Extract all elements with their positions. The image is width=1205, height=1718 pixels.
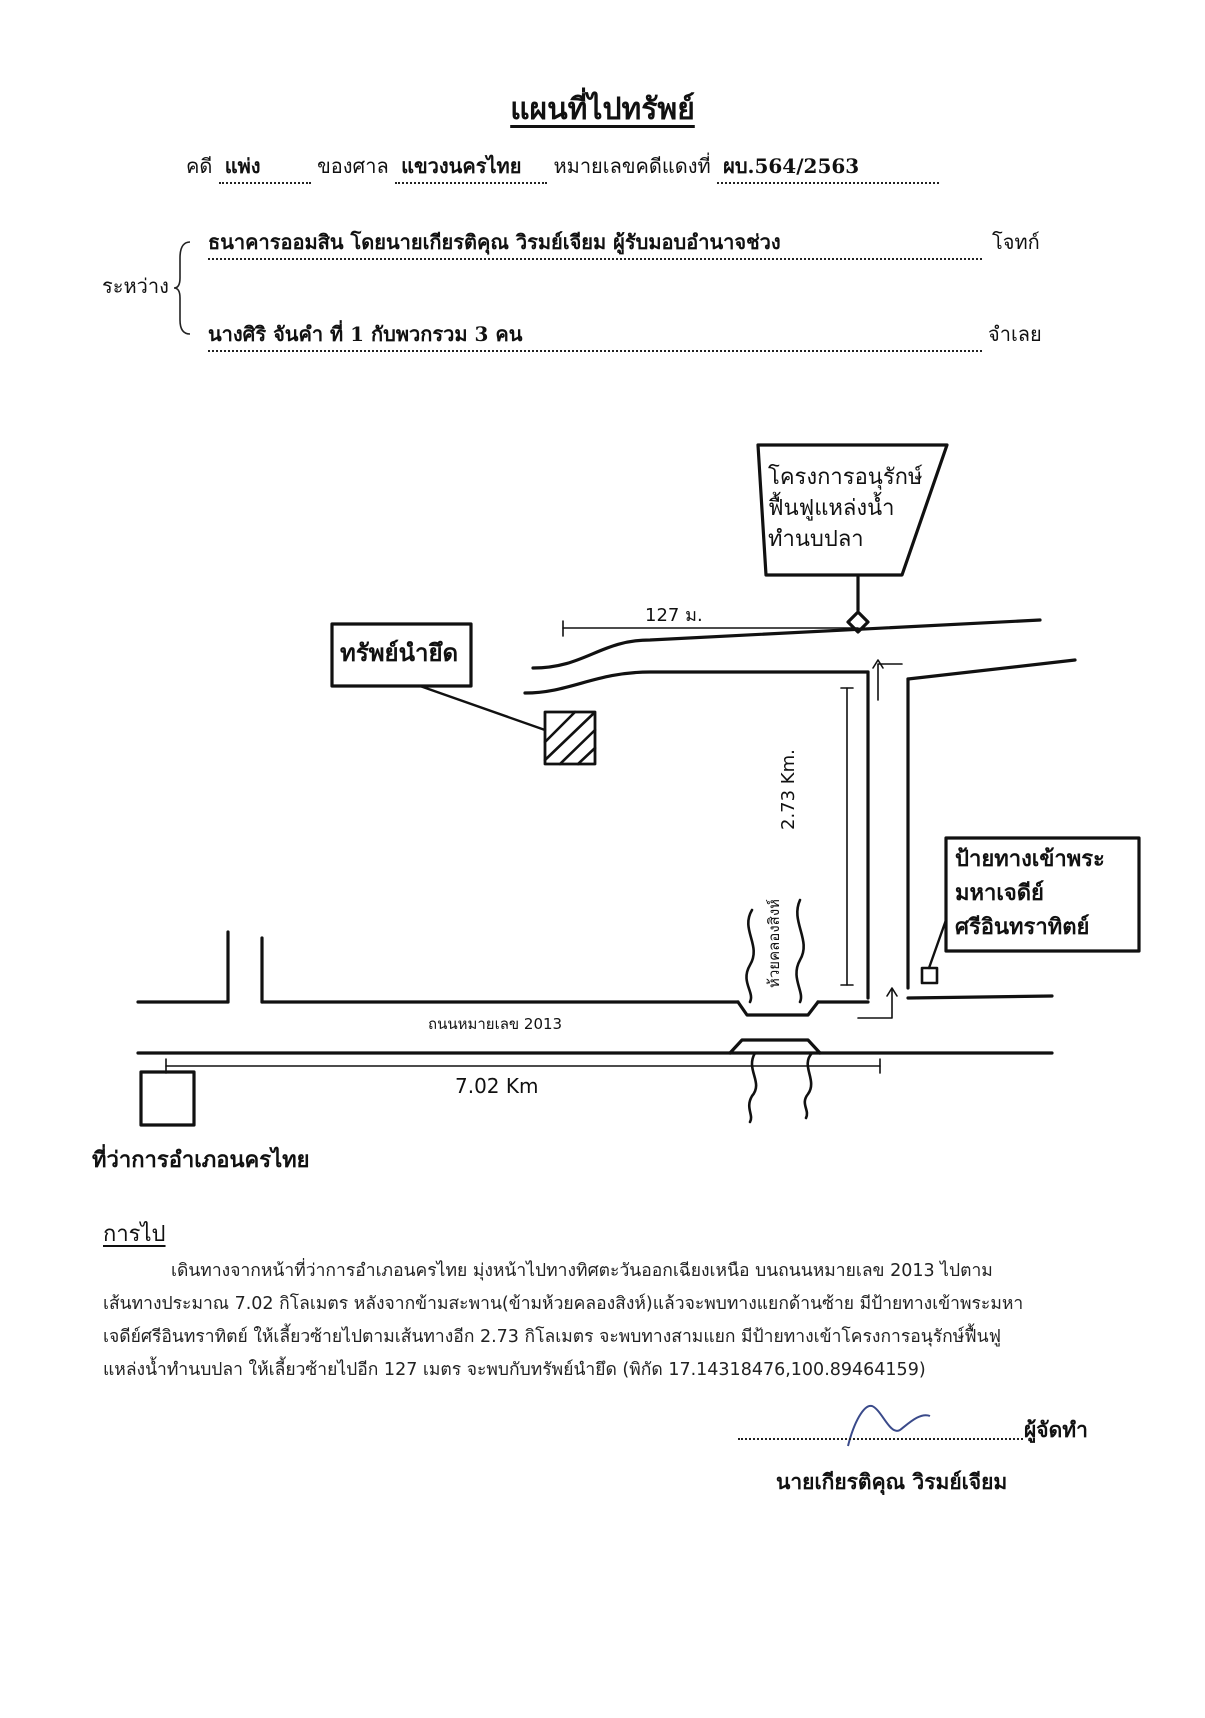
signature-mark xyxy=(847,1404,931,1447)
plaintiff-name: ธนาคารออมสิน โดยนายเกียรติคุณ วิรมย์เจีย… xyxy=(208,226,982,260)
directions-heading: การไป xyxy=(103,1222,166,1247)
property-label-box xyxy=(330,622,473,688)
court-label: ของศาล xyxy=(317,154,389,178)
creek-left-upper xyxy=(745,908,756,1004)
bridge-top xyxy=(736,1000,820,1017)
directions-line-4: แหล่งน้ำทำนบปลา ให้เลี้ยวซ้ายไปอีก 127 เ… xyxy=(103,1360,926,1380)
directions-line-3: เจดีย์ศรีอินทราทิตย์ ให้เลี้ยวซ้ายไปตามเ… xyxy=(103,1327,1002,1347)
directions-line-2: เส้นทางประมาณ 7.02 กิโลเมตร หลังจากข้ามส… xyxy=(103,1294,1024,1314)
distance-273-label: 2.73 Km. xyxy=(778,749,799,830)
upper-road-right xyxy=(906,658,1077,681)
turn-arrow-top xyxy=(877,663,903,701)
pagoda-sign-box xyxy=(944,836,1141,953)
directions-paragraph: เดินทางจากหน้าที่ว่าการอำเภอนครไทย มุ่งห… xyxy=(103,1255,1103,1387)
property-leader xyxy=(418,684,547,732)
pagoda-sign-marker xyxy=(920,966,939,985)
between-label: ระหว่าง xyxy=(102,274,169,298)
signer-name: นายเกียรติคุณ วิรมย์เจียม xyxy=(776,1470,1008,1494)
signature-role: ผู้จัดทำ xyxy=(1024,1418,1088,1442)
main-road-top-far xyxy=(906,994,1054,1000)
project-sign-shape xyxy=(756,443,949,577)
creek-right-lower xyxy=(803,1051,814,1120)
creek-left-lower xyxy=(747,1051,758,1124)
property-parcel xyxy=(543,710,597,766)
case-type: แพ่ง xyxy=(218,150,311,184)
distance-702-label: 7.02 Km xyxy=(455,1074,539,1098)
upper-road-top xyxy=(531,618,1042,670)
plaintiff-role: โจทก์ xyxy=(992,230,1040,254)
case-line: คดี แพ่ง ของศาล แขวงนครไทย หมายเลขคดีแดง… xyxy=(186,150,940,184)
district-office-marker xyxy=(139,1070,196,1127)
defendant-role: จำเลย xyxy=(988,322,1042,346)
turn-arrow-bottom xyxy=(857,989,893,1019)
defendant-name: นางศิริ จันคำ ที่ 1 กับพวกรวม 3 คน xyxy=(208,318,982,352)
signature-line xyxy=(738,1438,1023,1440)
creek-label: ห้วยคลองสิงห์ xyxy=(765,898,783,988)
road-label: ถนนหมายเลข 2013 xyxy=(428,1015,563,1033)
red-case-number: ผบ.564/2563 xyxy=(717,150,940,184)
creek-right-upper xyxy=(795,898,805,1004)
pagoda-sign-leader xyxy=(927,918,948,970)
directions-line-1: เดินทางจากหน้าที่ว่าการอำเภอนครไทย มุ่งห… xyxy=(171,1261,993,1281)
red-case-label: หมายเลขคดีแดงที่ xyxy=(553,154,711,178)
property-label: ทรัพย์นำยึด xyxy=(340,639,459,667)
bridge-bottom xyxy=(728,1038,822,1055)
district-office-label: ที่ว่าการอำเภอนครไทย xyxy=(92,1148,310,1173)
page-title: แผนที่ไปทรัพย์ xyxy=(510,92,695,127)
court-name: แขวงนครไทย xyxy=(395,150,548,184)
case-label: คดี xyxy=(186,154,213,178)
route-map xyxy=(136,443,1141,1127)
distance-127-label: 127 ม. xyxy=(645,605,703,626)
upper-road-bottom xyxy=(523,670,870,695)
project-sign-marker xyxy=(846,610,870,634)
project-sign-text: โครงการอนุรักษ์ ฟื้นฟูแหล่งน้ำ ทำนบปลา xyxy=(768,465,923,552)
pagoda-sign-text: ป้ายทางเข้าพระ มหาเจดีย์ ศรีอินทราทิตย์ xyxy=(955,847,1105,940)
brace-shape xyxy=(173,241,191,335)
